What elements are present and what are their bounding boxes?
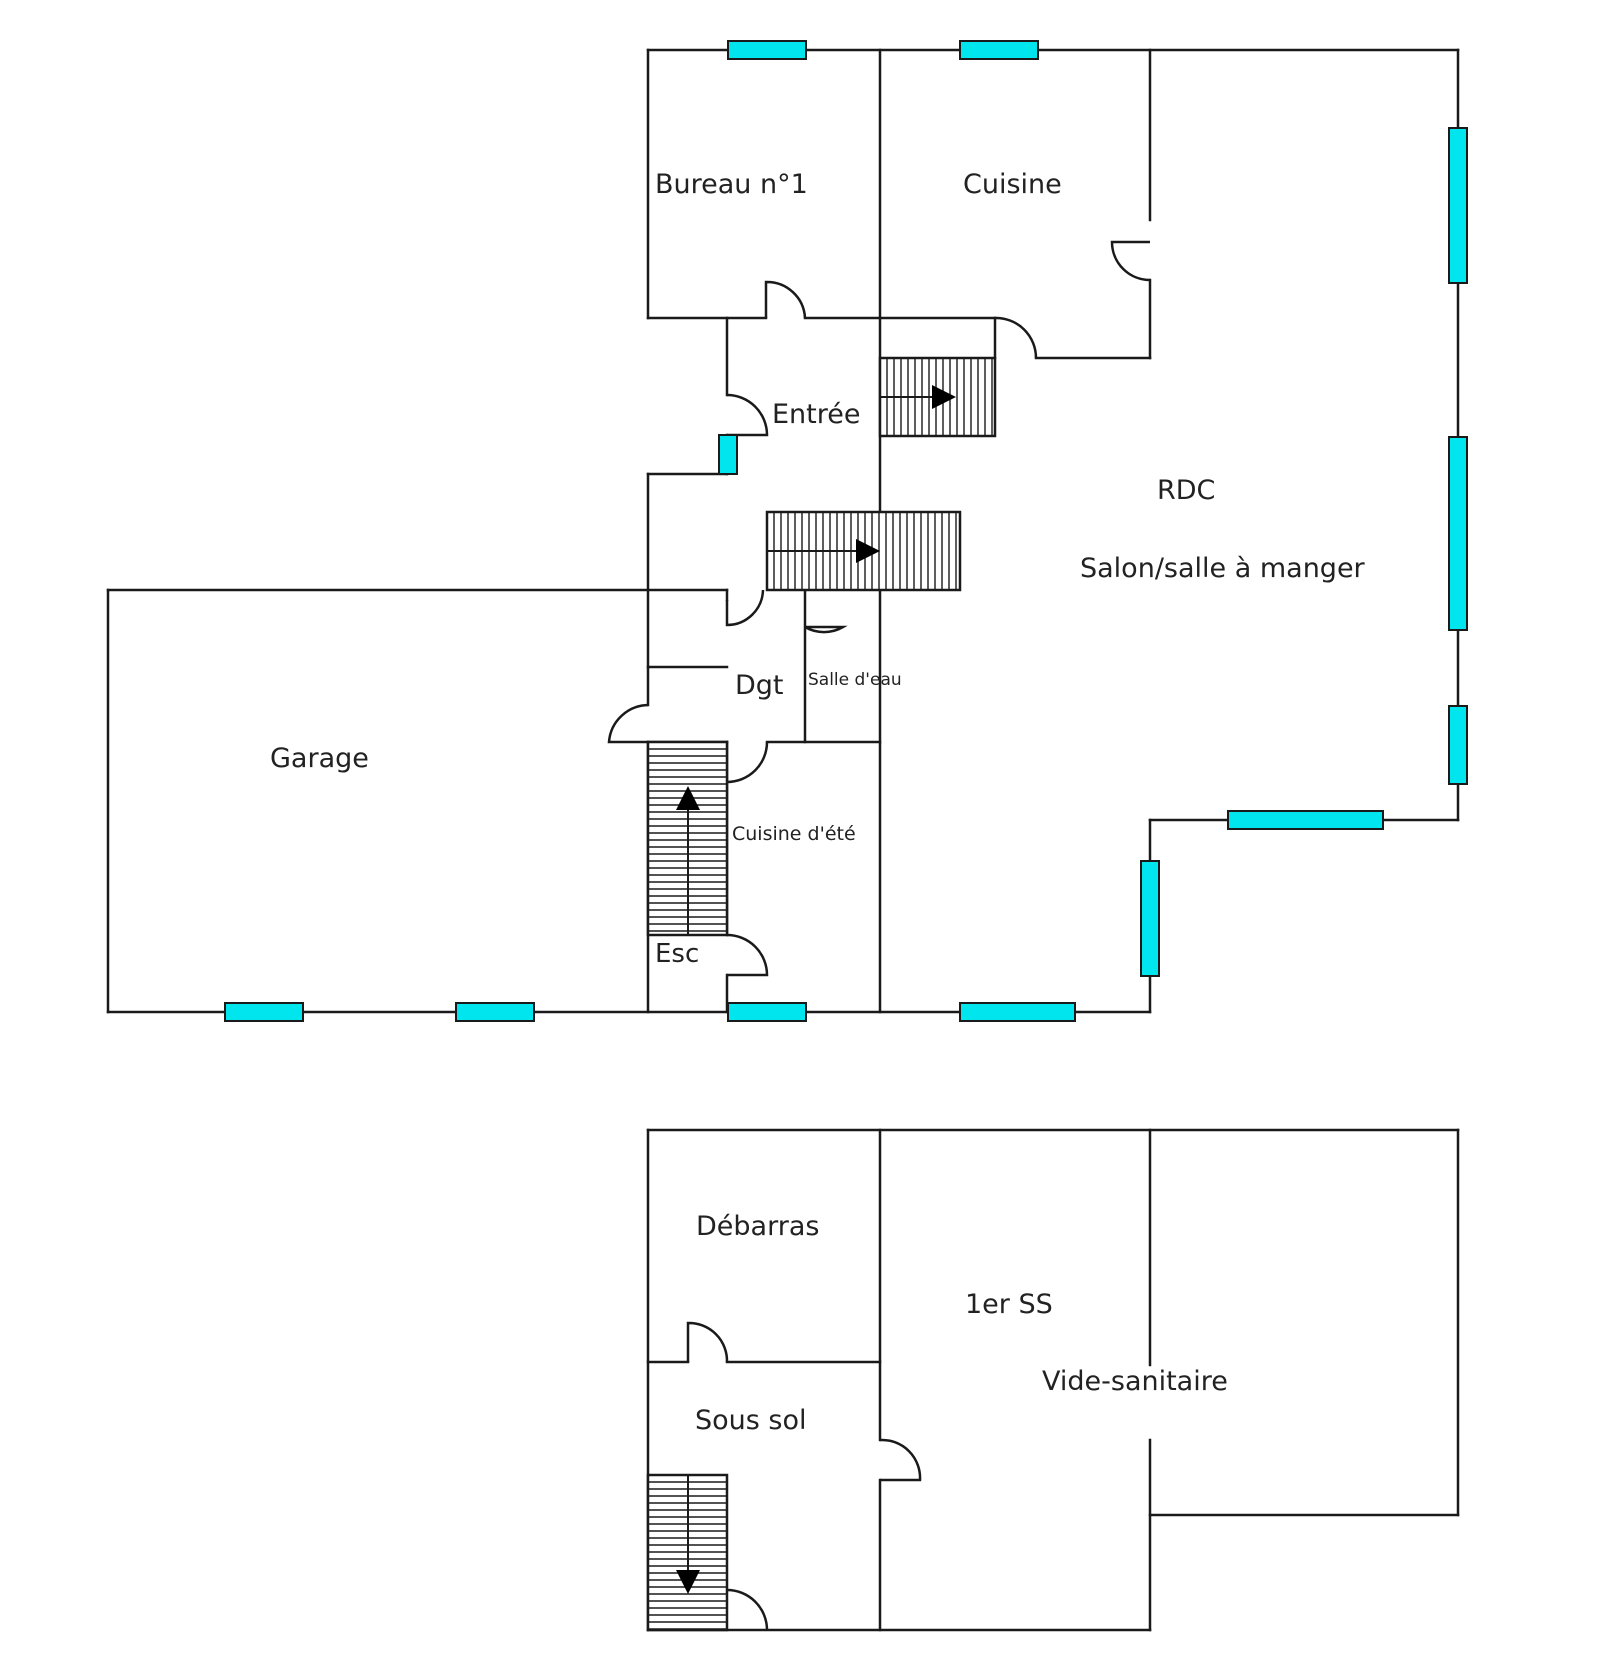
stair-basement: [646, 1473, 729, 1632]
window: [959, 40, 1039, 60]
door-entree: [726, 393, 769, 437]
door-cuisine-right: [1110, 240, 1151, 282]
door-cuisine-ete: [726, 741, 769, 784]
stair-esc: [646, 740, 729, 937]
label-debarras: Débarras: [696, 1211, 819, 1242]
label-esc: Esc: [655, 939, 699, 969]
arrow-up-icon: [676, 786, 700, 810]
stair-kitchen: [878, 356, 997, 438]
label-salle-eau: Salle d'eau: [808, 670, 902, 690]
window: [1140, 860, 1160, 977]
arrow-right-icon: [856, 539, 880, 563]
label-cuisine-ete: Cuisine d'été: [732, 823, 856, 845]
window: [718, 434, 738, 475]
door-salle-eau: [804, 625, 848, 634]
label-salon: Salon/salle à manger: [1080, 553, 1366, 584]
window: [1448, 705, 1468, 785]
arrow-right-icon: [932, 385, 956, 409]
door-debarras: [686, 1321, 729, 1363]
windows: [224, 40, 1468, 1022]
labels: Bureau n°1 Cuisine Entrée RDC Salon/sall…: [270, 169, 1366, 1436]
label-garage: Garage: [270, 743, 369, 774]
window: [1448, 436, 1468, 631]
doors: [607, 240, 1151, 977]
window: [727, 40, 807, 60]
stair-main: [765, 510, 962, 592]
arrow-down-icon: [676, 1570, 700, 1594]
window: [1448, 127, 1468, 284]
window: [727, 1002, 807, 1022]
label-cuisine: Cuisine: [963, 169, 1062, 200]
door-1er-ss: [879, 1438, 922, 1482]
window: [224, 1002, 304, 1022]
label-entree: Entrée: [772, 399, 861, 430]
window: [455, 1002, 535, 1022]
window: [959, 1002, 1076, 1022]
door-cuisine-bottom: [994, 316, 1038, 359]
door-esc: [726, 933, 769, 977]
window: [1227, 810, 1384, 830]
door-sous-sol-stair: [726, 1588, 769, 1631]
rdc-walls: [106, 48, 1460, 1014]
door-garage: [725, 589, 765, 627]
label-bureau: Bureau n°1: [655, 169, 808, 200]
label-1er-ss: 1er SS: [965, 1289, 1053, 1320]
label-rdc: RDC: [1157, 475, 1215, 506]
label-sous-sol: Sous sol: [695, 1405, 807, 1436]
label-vide-sanitaire: Vide-sanitaire: [1042, 1366, 1228, 1397]
label-dgt: Dgt: [735, 670, 784, 701]
door-dgt: [607, 703, 649, 744]
door-bureau: [764, 280, 807, 319]
